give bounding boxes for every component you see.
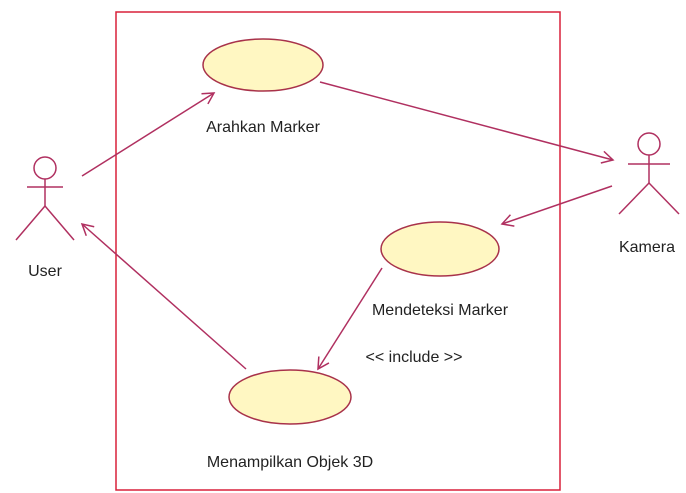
actor-user-head	[33, 156, 57, 180]
use-case-menampilkan-objek-label: Menampilkan Objek 3D	[207, 454, 373, 471]
use-case-arahkan-marker-label: Arahkan Marker	[206, 119, 320, 136]
actor-kamera-left-leg	[618, 182, 650, 215]
system-boundary	[115, 11, 561, 491]
use-case-menampilkan-objek[interactable]	[228, 369, 352, 425]
use-case-mendeteksi-marker-label: Mendeteksi Marker	[372, 302, 509, 319]
include-stereotype-label: << include >>	[366, 349, 463, 366]
actor-kamera-head	[637, 132, 661, 156]
use-case-mendeteksi-marker[interactable]	[380, 221, 500, 277]
actor-user[interactable]	[15, 156, 75, 241]
actor-kamera-right-leg	[648, 182, 680, 215]
arrow-kamera-to-mendeteksi-marker	[500, 185, 613, 227]
actor-kamera-label: Kamera	[619, 239, 675, 256]
actor-user-right-leg	[44, 205, 75, 241]
arrow-include-mendeteksi-to-menampilkan	[317, 267, 383, 371]
arrow-menampilkan-objek-to-user	[80, 222, 247, 370]
arrow-user-to-arahkan-marker	[81, 92, 216, 177]
actor-user-label: User	[28, 263, 62, 280]
actor-user-left-leg	[15, 205, 46, 241]
use-case-arahkan-marker[interactable]	[202, 38, 324, 92]
actor-kamera[interactable]	[618, 132, 680, 215]
arrow-arahkan-marker-to-kamera	[319, 81, 615, 164]
